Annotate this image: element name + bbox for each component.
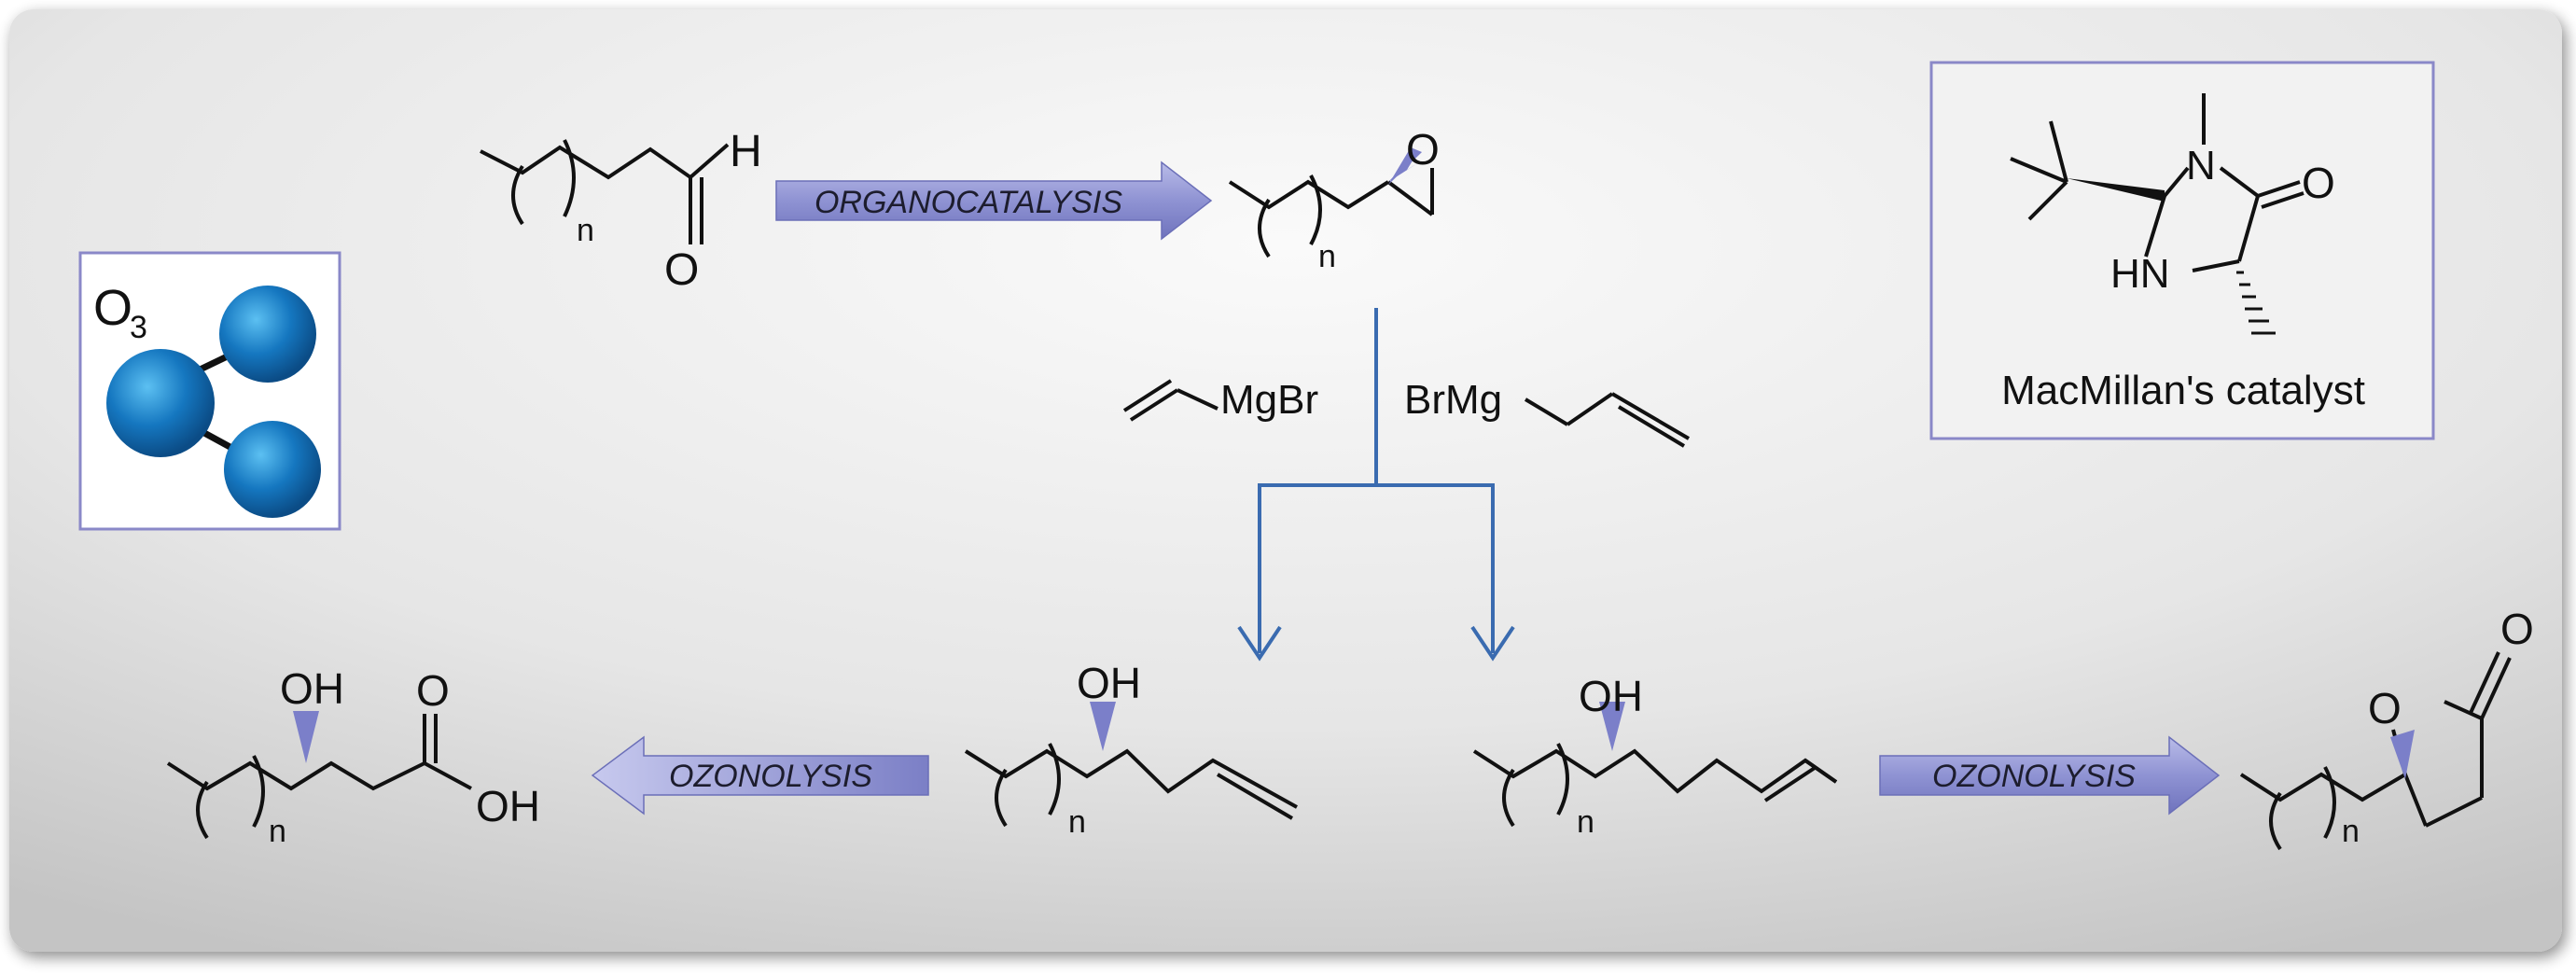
acid-wedge: [293, 711, 319, 763]
background-panel: [9, 9, 2562, 952]
acid-carbonyl-o-label: O: [416, 666, 450, 715]
allyl-reagent: [1524, 392, 1691, 448]
ozone-atom-center: [106, 349, 215, 457]
catalyst-caption: MacMillan's catalyst: [2001, 368, 2365, 413]
homoallylic-alcohol-structure: [964, 743, 1298, 828]
homoallylic-subscript-n: n: [1068, 804, 1086, 840]
bishomoallylic-oh-label: OH: [1579, 672, 1643, 720]
epoxide-subscript-n: n: [1318, 239, 1336, 274]
aldehyde-h-label: H: [730, 127, 762, 176]
aldehyde-subscript-n: n: [577, 213, 594, 248]
bishomoallylic-wedge: [1599, 702, 1625, 751]
ozonolysis-left-label: OZONOLYSIS: [669, 759, 872, 794]
acid-structure: [166, 714, 472, 840]
lactone-ring-o-label: O: [2368, 684, 2402, 732]
catalyst-hash-bond: [2236, 271, 2276, 335]
bishomoallylic-alcohol-structure: [1472, 743, 1838, 828]
aldehyde-o-label: O: [664, 245, 699, 295]
homoallylic-wedge: [1090, 702, 1116, 751]
acid-subscript-n: n: [269, 814, 286, 849]
epoxide-o-label: O: [1406, 125, 1440, 174]
lactone-wedge: [2390, 730, 2415, 779]
lactone-carbonyl-o-label: O: [2500, 605, 2534, 653]
organocatalysis-arrow: ORGANOCATALYSIS: [775, 160, 1213, 241]
branch-flow-lines: [1237, 308, 1515, 662]
catalyst-n-label: N: [2186, 143, 2216, 188]
epoxide-structure: [1228, 168, 1434, 258]
ozonolysis-left-arrow: OZONOLYSIS: [591, 735, 929, 816]
homoallylic-oh-label: OH: [1077, 659, 1141, 707]
catalyst-o-label: O: [2302, 159, 2335, 207]
catalyst-wedge: [2067, 178, 2165, 202]
ozone-atom-top: [219, 286, 316, 383]
ozone-atom-bottom: [224, 421, 321, 518]
acid-oh-stereo-label: OH: [280, 664, 344, 713]
organocatalysis-label: ORGANOCATALYSIS: [815, 185, 1122, 220]
ozone-box: O 3: [78, 251, 341, 531]
lactone-subscript-n: n: [2342, 814, 2360, 849]
ozone-label: O: [93, 280, 132, 336]
allyl-reagent-label: BrMg: [1404, 377, 1502, 423]
ozonolysis-right-arrow: OZONOLYSIS: [1879, 735, 2221, 816]
aldehyde-structure: [480, 139, 730, 244]
ozone-subscript: 3: [130, 310, 147, 345]
bishomoallylic-subscript-n: n: [1577, 804, 1594, 840]
vinyl-reagent-label: MgBr: [1220, 377, 1318, 423]
acid-oh-label: OH: [476, 782, 540, 830]
ozonolysis-right-label: OZONOLYSIS: [1932, 759, 2136, 794]
catalyst-hn-label: HN: [2110, 251, 2170, 297]
catalyst-box: N HN O MacMillan's catalyst: [1929, 61, 2435, 440]
vinyl-reagent: [1122, 379, 1218, 422]
